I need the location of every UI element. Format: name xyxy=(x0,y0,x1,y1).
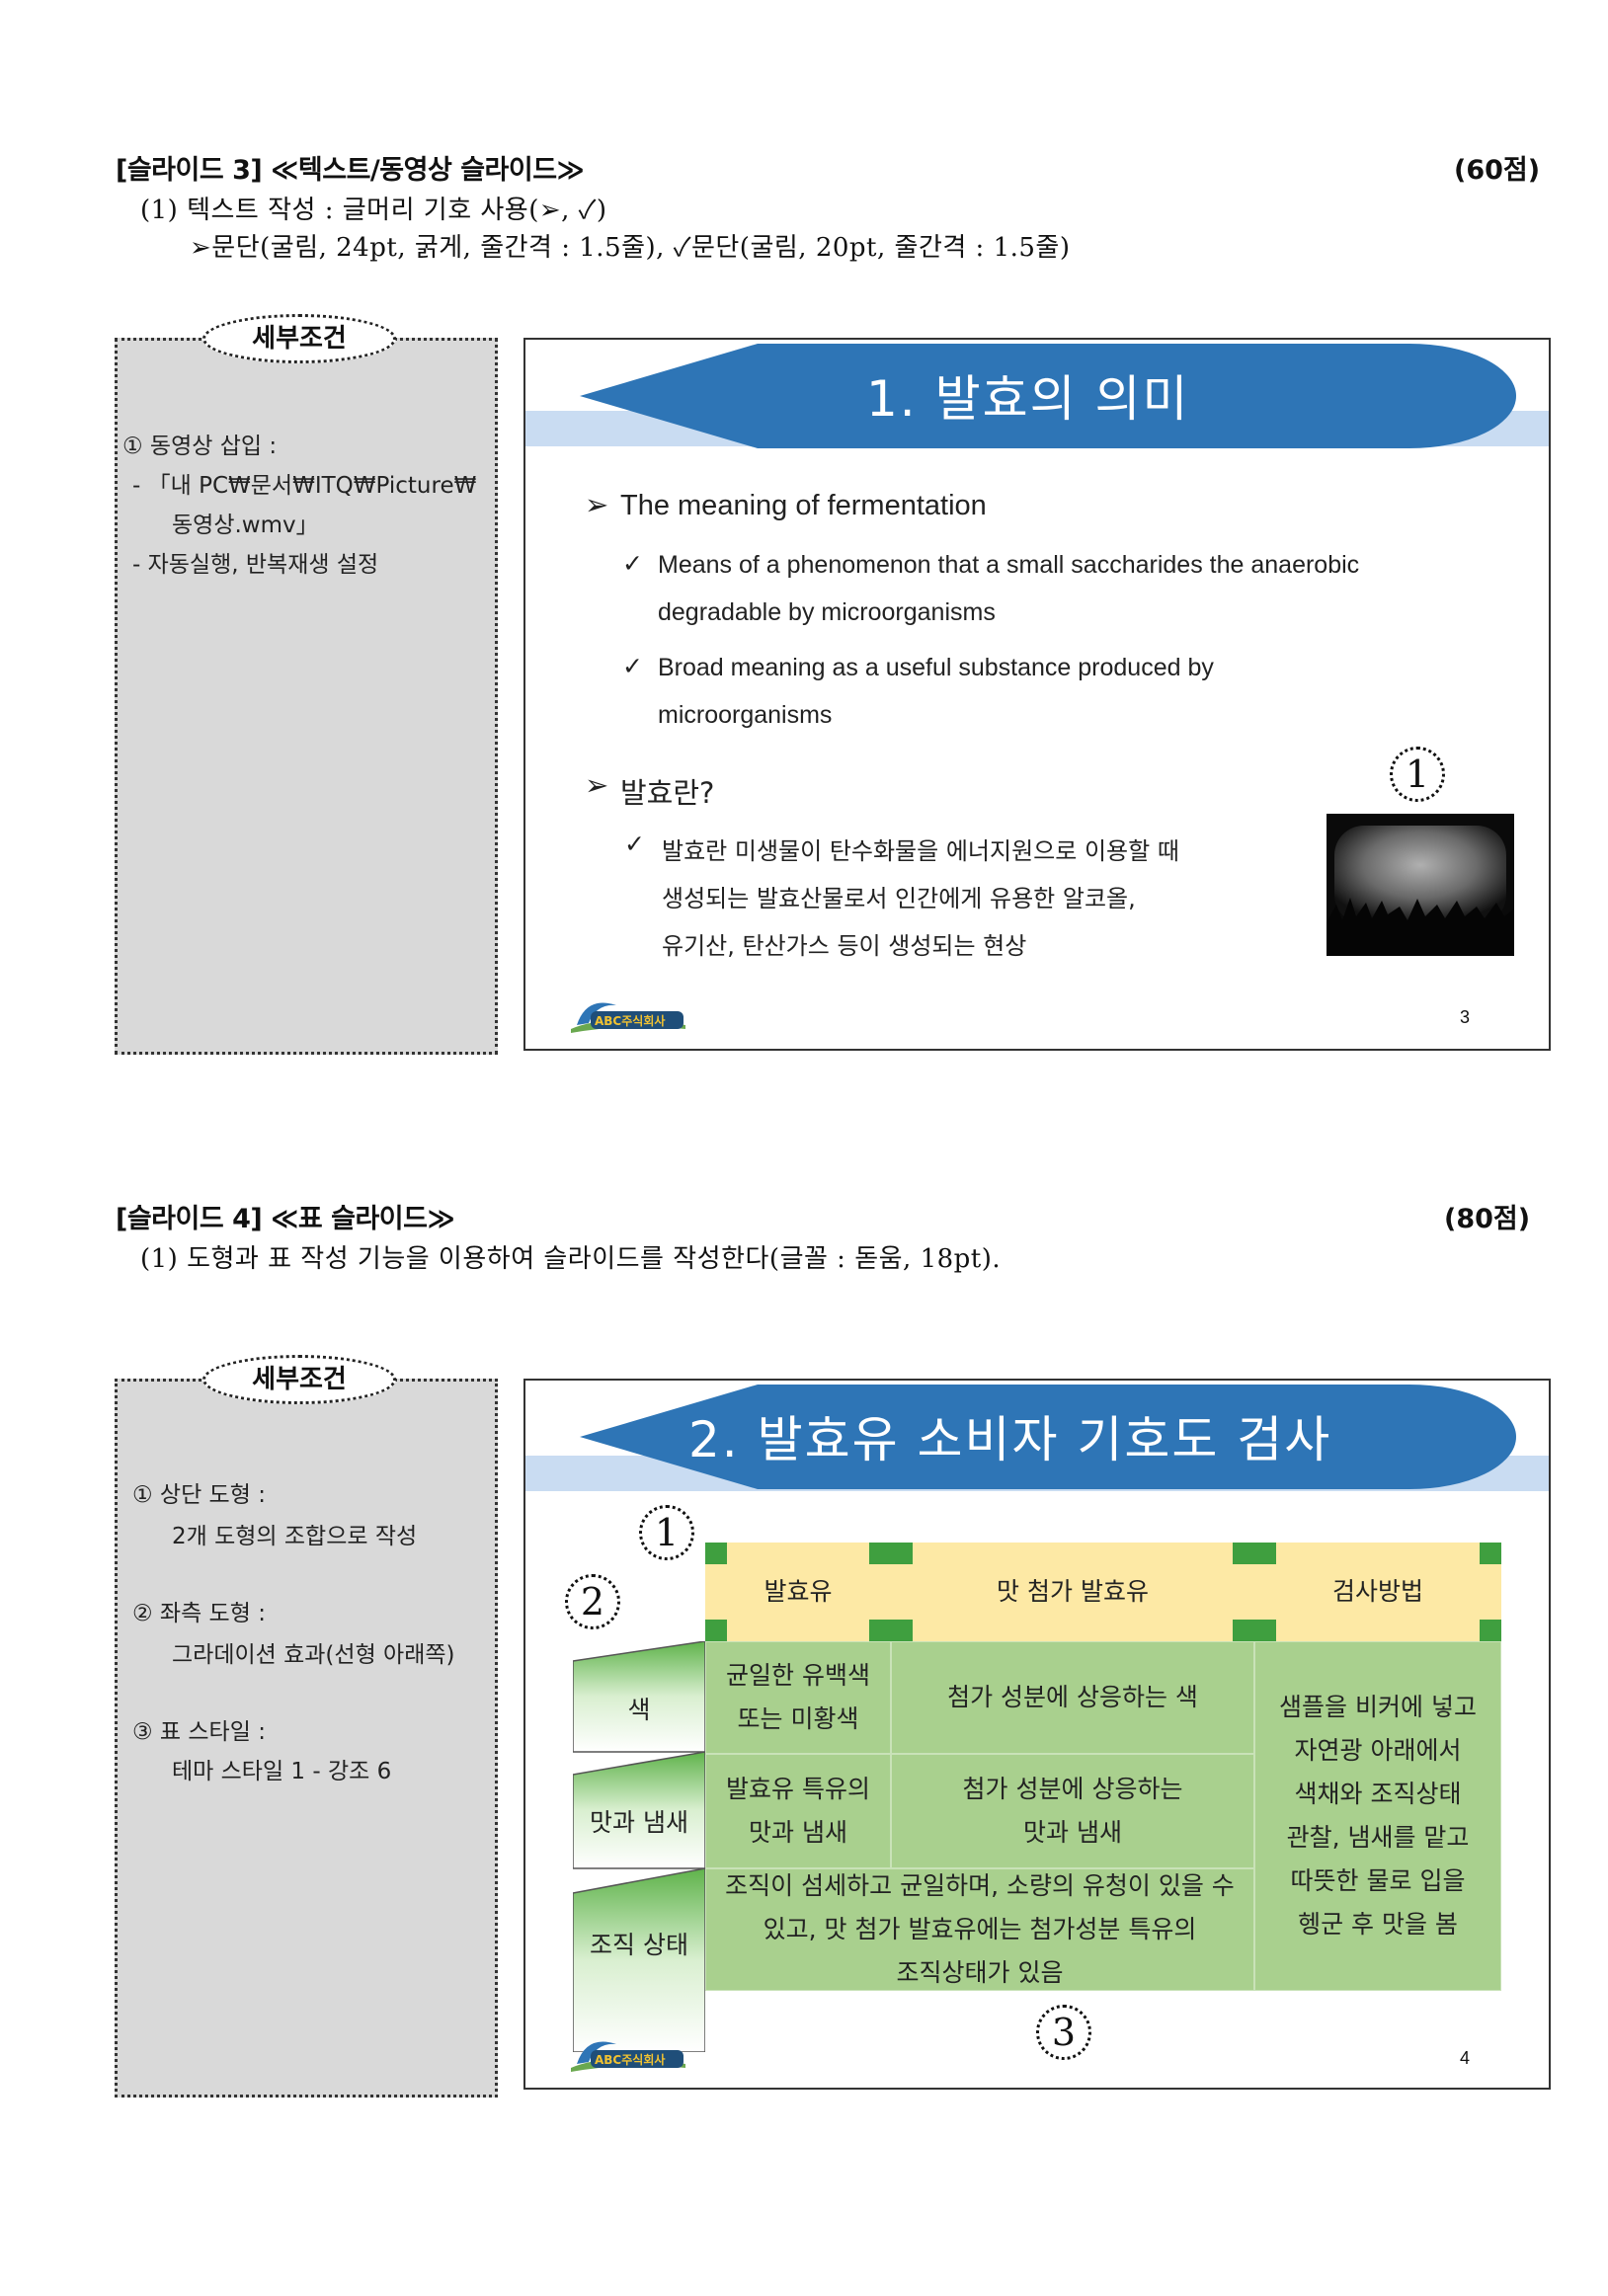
cell-line: 자연광 아래에서 xyxy=(1294,1736,1462,1765)
check-icon: ✓ xyxy=(622,653,643,680)
condition-4-line-4: 그라데이션 효과(선형 아래쪽) xyxy=(172,1642,455,1668)
title-banner-shape xyxy=(580,1385,1516,1489)
cell-line: 발효유 특유의 xyxy=(726,1775,870,1803)
row-label-shapes xyxy=(573,1641,705,2052)
header-corner-decoration xyxy=(1254,1543,1276,1564)
abc-logo-icon: ABC주식회사 xyxy=(571,1002,685,1033)
cell-line: 색채와 조직상태 xyxy=(1294,1780,1462,1808)
header-corner-decoration xyxy=(1254,1620,1276,1641)
slide-3-title: 1. 발효의 의미 xyxy=(866,370,1190,428)
section3-instruction-1: (1) 텍스트 작성 : 글머리 기호 사용(➢, ✓) xyxy=(140,196,607,225)
cell-line: 헹군 후 맛을 봄 xyxy=(1298,1910,1458,1939)
table-cell-merged: 조직이 섬세하고 균일하며, 소량의 유청이 있을 수 있고, 맛 첨가 발효유… xyxy=(705,1868,1254,1991)
check-icon: ✓ xyxy=(624,831,645,858)
header-corner-decoration xyxy=(1233,1543,1254,1564)
page-number: 4 xyxy=(1460,2048,1471,2068)
table-cell: 균일한 유백색 또는 미황색 xyxy=(705,1641,891,1754)
table-header-cell: 맛 첨가 발효유 xyxy=(891,1543,1254,1641)
slide-3: 1. 발효의 의미 ➢ The meaning of fermentation … xyxy=(523,338,1551,1051)
cell-line: 따뜻한 물로 입을 xyxy=(1290,1866,1466,1895)
header-corner-decoration xyxy=(705,1543,727,1564)
cell-line: 또는 미황색 xyxy=(737,1704,859,1733)
cell-line: 맛과 냄새 xyxy=(749,1818,847,1847)
header-corner-decoration xyxy=(705,1620,727,1641)
table-cell: 첨가 성분에 상응하는 색 xyxy=(891,1641,1254,1754)
marker-circle-2: 2 xyxy=(565,1574,620,1629)
bullet-1-text: The meaning of fermentation xyxy=(620,490,987,521)
condition-3-line-2: - 「내 PC₩문서₩ITQ₩Picture₩ xyxy=(132,473,477,499)
cell-line: 첨가 성분에 상응하는 xyxy=(962,1775,1183,1803)
bullet-2-sub-line-2: 생성되는 발효산물로서 인간에게 유용한 알코올, xyxy=(662,885,1136,912)
cell-line: 있고, 맛 첨가 발효유에는 첨가성분 특유의 xyxy=(763,1915,1197,1943)
header-corner-decoration xyxy=(891,1620,913,1641)
header-corner-decoration xyxy=(869,1543,891,1564)
page-number: 3 xyxy=(1460,1007,1471,1027)
bullet-1-sub-2-line-1: Broad meaning as a useful substance prod… xyxy=(658,654,1214,681)
cell-line: 조직상태가 있음 xyxy=(896,1958,1064,1987)
cell-line: 관찰, 냄새를 맡고 xyxy=(1286,1823,1470,1852)
condition-3-line-1: ① 동영상 삽입 : xyxy=(122,434,278,459)
condition-tag-4: 세부조건 xyxy=(202,1355,396,1404)
condition-4-line-5: ③ 표 스타일 : xyxy=(132,1719,266,1745)
condition-4-line-1: ① 상단 도형 : xyxy=(132,1482,266,1508)
condition-4-line-6: 테마 스타일 1 - 강조 6 xyxy=(172,1759,392,1784)
header-corner-decoration xyxy=(1480,1543,1501,1564)
row-label-color: 색 xyxy=(627,1696,651,1724)
marker-circle-1: 1 xyxy=(639,1505,694,1560)
logo-text: ABC주식회사 xyxy=(595,2052,665,2067)
abc-logo-icon: ABC주식회사 xyxy=(571,2041,685,2072)
marker-circle-1: 1 xyxy=(1390,747,1445,802)
table-cell: 첨가 성분에 상응하는 맛과 냄새 xyxy=(891,1754,1254,1868)
slide-4: 2. 발효유 소비자 기호도 검사 1 2 3 색 맛과 냄새 조직 상태 발효… xyxy=(523,1379,1551,2090)
slide-4-title: 2. 발효유 소비자 기호도 검사 xyxy=(688,1411,1332,1468)
header-corner-decoration xyxy=(869,1620,891,1641)
cell-line: 샘플을 비커에 넣고 xyxy=(1279,1693,1477,1721)
cell-line: 맛과 냄새 xyxy=(1023,1818,1122,1847)
table-header-cell: 검사방법 xyxy=(1254,1543,1501,1641)
condition-3-line-3: 동영상.wmv」 xyxy=(172,513,319,538)
header-corner-decoration xyxy=(1480,1620,1501,1641)
check-icon: ✓ xyxy=(622,550,643,578)
marker-circle-3: 3 xyxy=(1036,2005,1091,2060)
header-corner-decoration xyxy=(1233,1620,1254,1641)
cell-line: 조직이 섬세하고 균일하며, 소량의 유청이 있을 수 xyxy=(725,1871,1235,1900)
logo-text: ABC주식회사 xyxy=(595,1013,665,1028)
condition-4-line-3: ② 좌측 도형 : xyxy=(132,1601,266,1626)
row-label-texture: 조직 상태 xyxy=(590,1931,688,1959)
bullet-2-sub-line-1: 발효란 미생물이 탄수화물을 에너지원으로 이용할 때 xyxy=(662,837,1179,865)
section3-instruction-2: ➢문단(굴림, 24pt, 굵게, 줄간격 : 1.5줄), ✓문단(굴림, 2… xyxy=(190,233,1071,263)
section4-title: [슬라이드 4] ≪표 슬라이드≫ xyxy=(116,1204,455,1234)
section4-instruction-1: (1) 도형과 표 작성 기능을 이용하여 슬라이드를 작성한다(글꼴 : 돋움… xyxy=(140,1244,1002,1274)
bullet-arrow-icon: ➢ xyxy=(585,770,609,802)
table-header-cell: 발효유 xyxy=(705,1543,891,1641)
row-label-taste-smell: 맛과 냄새 xyxy=(590,1808,688,1837)
bullet-1-sub-2-line-2: microorganisms xyxy=(658,701,833,729)
title-banner-shape xyxy=(580,344,1516,448)
section4-score: (80점) xyxy=(1444,1204,1531,1234)
condition-4-line-2: 2개 도형의 조합으로 작성 xyxy=(172,1524,418,1549)
header-corner-decoration xyxy=(891,1543,913,1564)
bullet-2-text: 발효란? xyxy=(620,776,715,810)
condition-box-3 xyxy=(115,338,498,1055)
section3-title: [슬라이드 3] ≪텍스트/동영상 슬라이드≫ xyxy=(116,155,585,186)
cell-line: 균일한 유백색 xyxy=(726,1661,870,1690)
bullet-1-sub-1-line-1: Means of a phenomenon that a small sacch… xyxy=(658,551,1360,579)
table-cell: 발효유 특유의 맛과 냄새 xyxy=(705,1754,891,1868)
video-thumbnail[interactable] xyxy=(1327,814,1514,956)
bullet-1-sub-1-line-2: degradable by microorganisms xyxy=(658,598,996,626)
bullet-2-sub-line-3: 유기산, 탄산가스 등이 생성되는 현상 xyxy=(662,932,1027,960)
condition-3-line-4: - 자동실행, 반복재생 설정 xyxy=(132,552,379,578)
section3-score: (60점) xyxy=(1454,155,1541,186)
condition-box-4 xyxy=(115,1379,498,2098)
table-cell-method: 샘플을 비커에 넣고 자연광 아래에서 색채와 조직상태 관찰, 냄새를 맡고 … xyxy=(1254,1641,1501,1991)
condition-tag-3: 세부조건 xyxy=(202,314,396,363)
bullet-arrow-icon: ➢ xyxy=(585,490,609,521)
